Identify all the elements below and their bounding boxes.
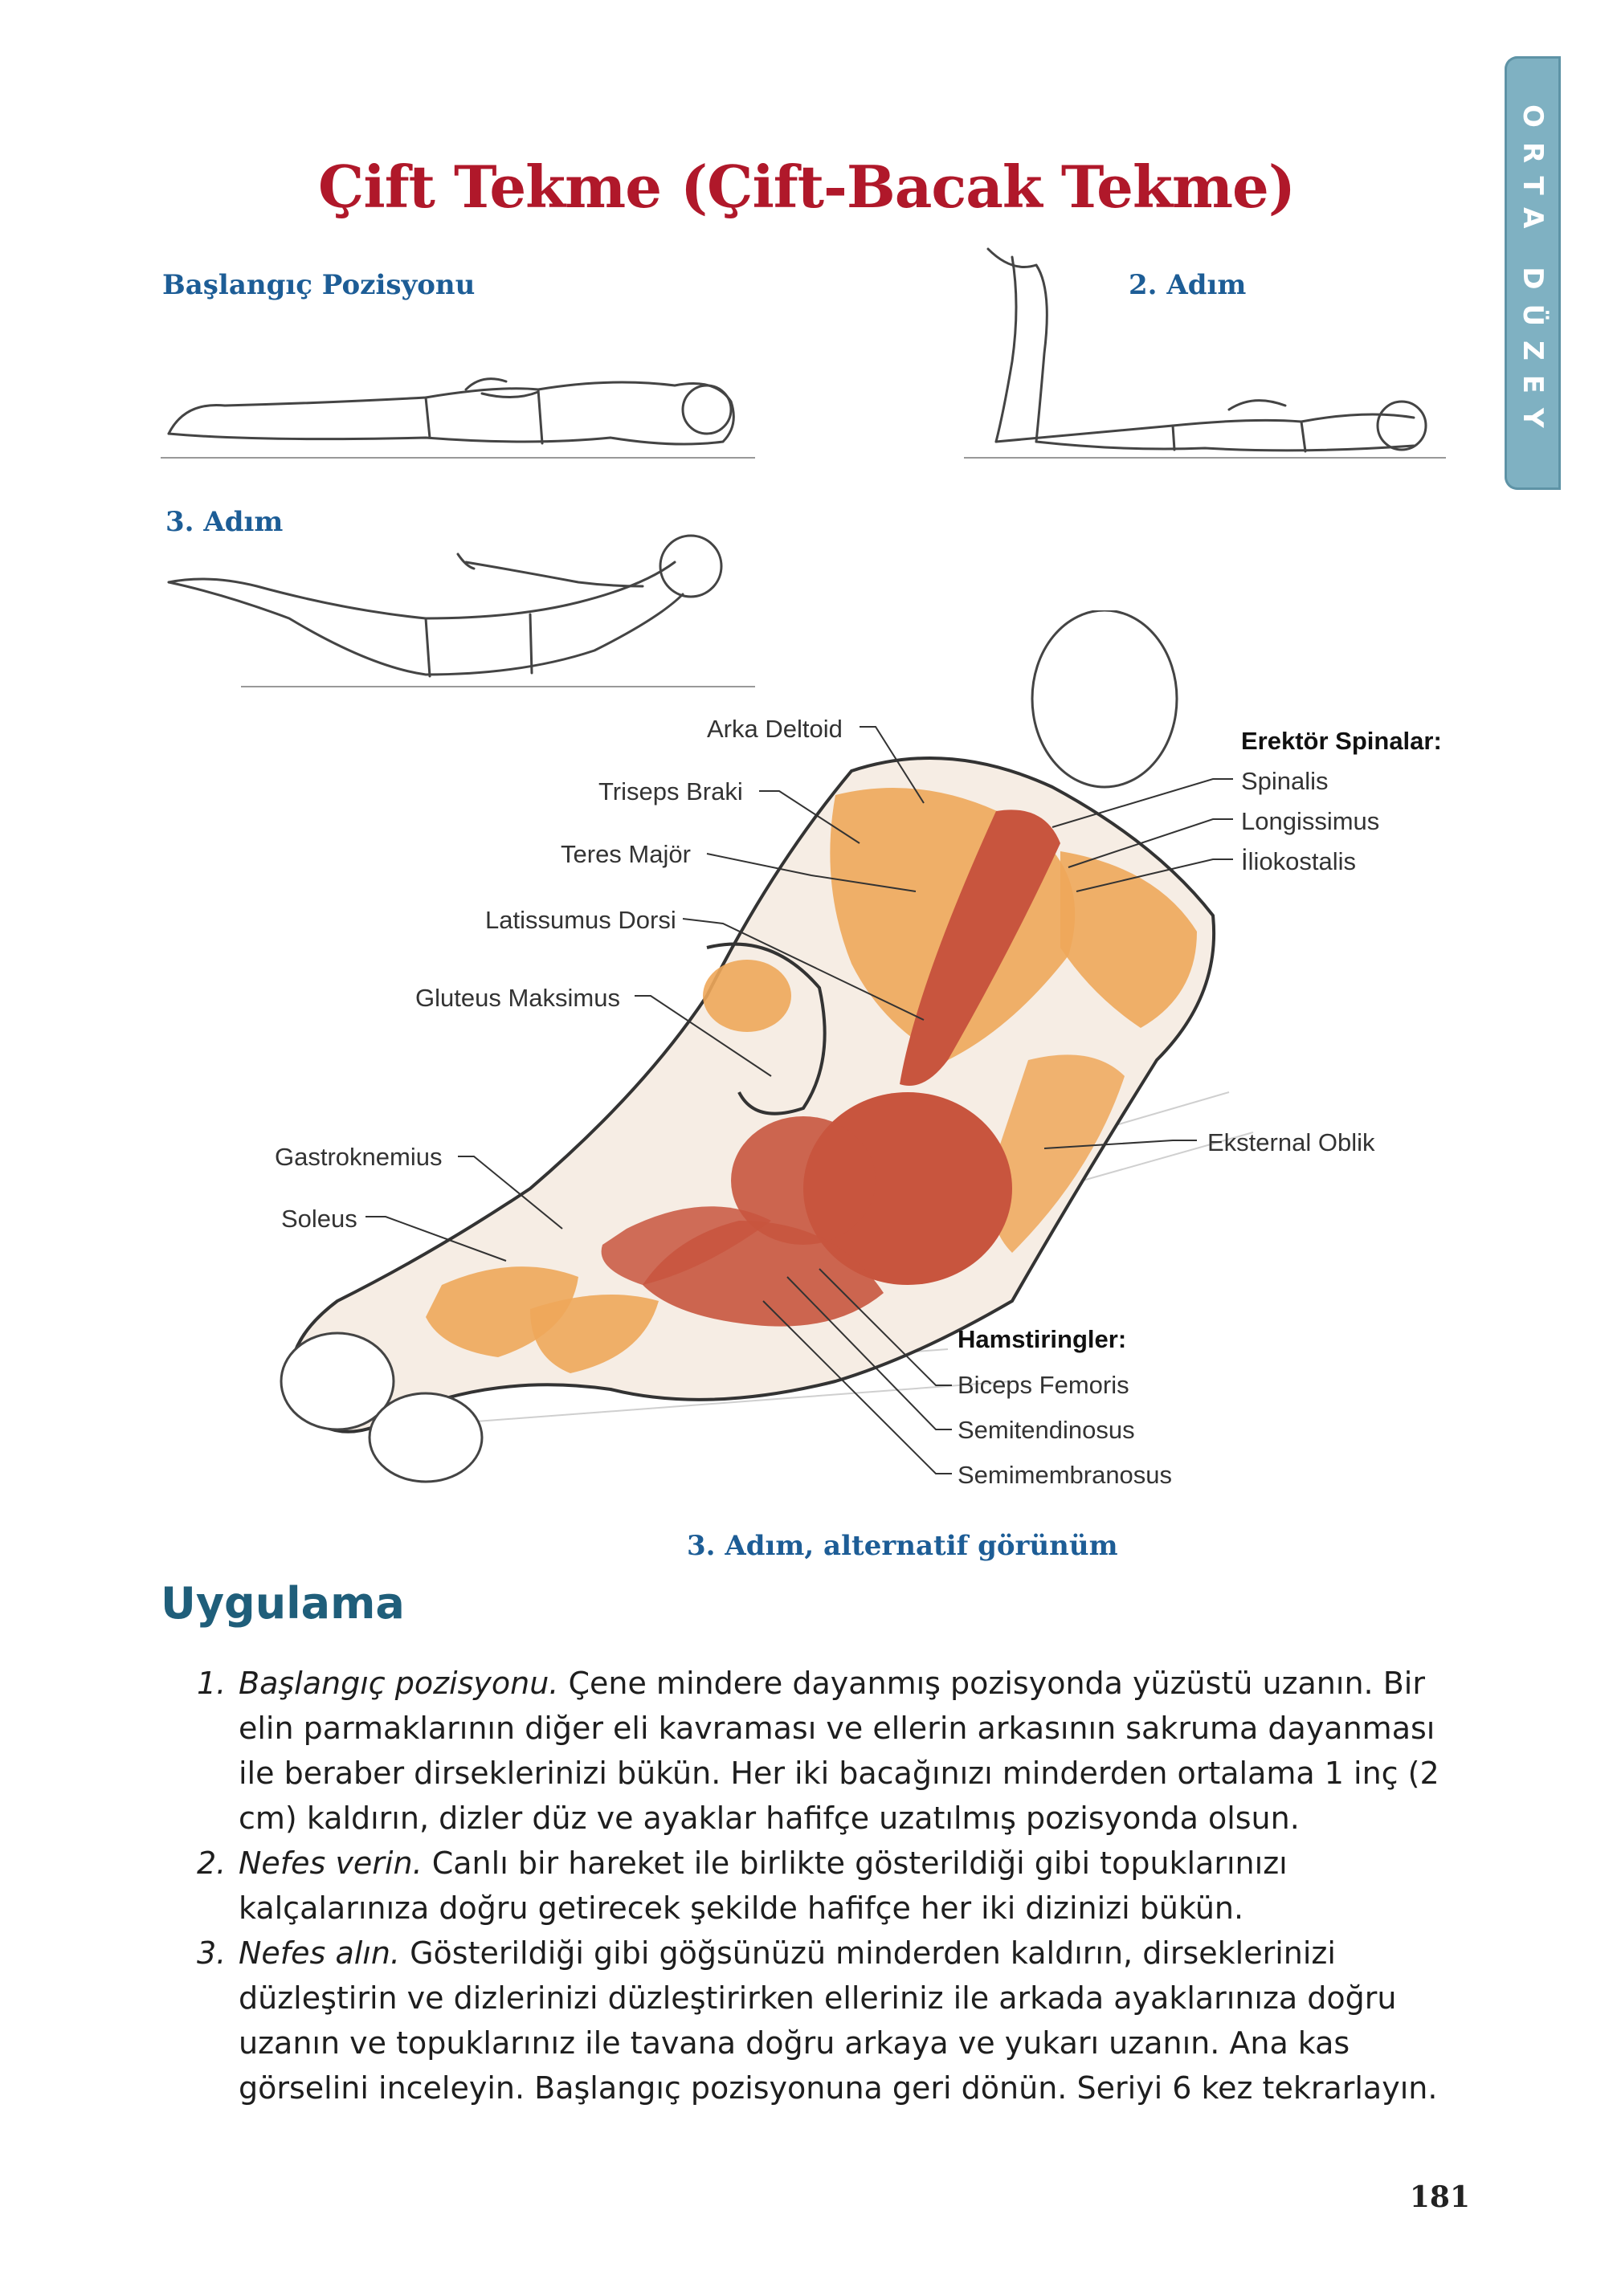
- label-arka-deltoid: Arka Deltoid: [707, 715, 843, 743]
- label-semimembranosus: Semimembranosus: [958, 1461, 1173, 1489]
- step-lead: Nefes verin.: [239, 1845, 423, 1881]
- step-number: 3.: [197, 1935, 227, 1971]
- step-lead: Nefes alın.: [239, 1935, 401, 1971]
- label-semitendinosus: Semitendinosus: [958, 1416, 1135, 1444]
- label-gastroknemius: Gastroknemius: [275, 1143, 443, 1171]
- level-label: ORTA DÜZEY: [1517, 104, 1549, 442]
- level-side-tab: ORTA DÜZEY: [1505, 56, 1561, 490]
- label-latissimus-dorsi: Latissumus Dorsi: [485, 906, 676, 934]
- label-soleus: Soleus: [281, 1205, 357, 1233]
- label-biceps-femoris: Biceps Femoris: [958, 1371, 1129, 1399]
- muscle-anatomy-illustration: [280, 610, 1254, 1483]
- step-number: 1.: [197, 1666, 227, 1701]
- label-iliokostalis: İliokostalis: [1241, 847, 1356, 875]
- label-gluteus-maksimus: Gluteus Maksimus: [415, 984, 620, 1012]
- step-2-illustration: [964, 247, 1446, 459]
- step-number: 2.: [197, 1845, 227, 1881]
- section-title-uygulama: Uygulama: [161, 1578, 405, 1629]
- step-lead: Başlangıç pozisyonu.: [239, 1666, 559, 1701]
- step-3-illustration: [167, 534, 755, 687]
- step-text: Çene mindere dayanmış pozisyonda yüzüstü…: [239, 1666, 1439, 1836]
- page-number: 181: [1409, 2180, 1470, 2214]
- start-position-illustration: [161, 377, 755, 459]
- caption-alternative-view: 3. Adım, alternatif görünüm: [687, 1530, 1118, 1562]
- instruction-step: 2. Nefes verin. Canlı bir hareket ile bir…: [197, 1841, 1466, 1931]
- label-spinalis: Spinalis: [1241, 767, 1329, 795]
- caption-step-3: 3. Adım: [165, 506, 284, 538]
- label-teres-major: Teres Majör: [561, 840, 691, 868]
- step-text: Canlı bir hareket ile birlikte gösterild…: [239, 1845, 1288, 1926]
- label-erektor-spinalar: Erektör Spinalar:: [1241, 727, 1442, 755]
- caption-step-2: 2. Adım: [1129, 269, 1247, 301]
- instruction-step: 1. Başlangıç pozisyonu. Çene mindere daya…: [197, 1661, 1466, 1841]
- page-title: Çift Tekme (Çift-Bacak Tekme): [318, 153, 1296, 221]
- label-triseps-braki: Triseps Braki: [598, 777, 743, 805]
- caption-start-position: Başlangıç Pozisyonu: [162, 269, 476, 301]
- instruction-step: 3. Nefes alın. Gösterildiği gibi göğsünüz…: [197, 1931, 1466, 2110]
- label-hamstiringler: Hamstiringler:: [958, 1325, 1127, 1353]
- instruction-list: 1. Başlangıç pozisyonu. Çene mindere daya…: [197, 1661, 1466, 2110]
- label-longissimus: Longissimus: [1241, 807, 1380, 835]
- label-eksternal-oblik: Eksternal Oblik: [1207, 1128, 1375, 1156]
- step-text: Gösterildiği gibi göğsünüzü minderden ka…: [239, 1935, 1438, 2106]
